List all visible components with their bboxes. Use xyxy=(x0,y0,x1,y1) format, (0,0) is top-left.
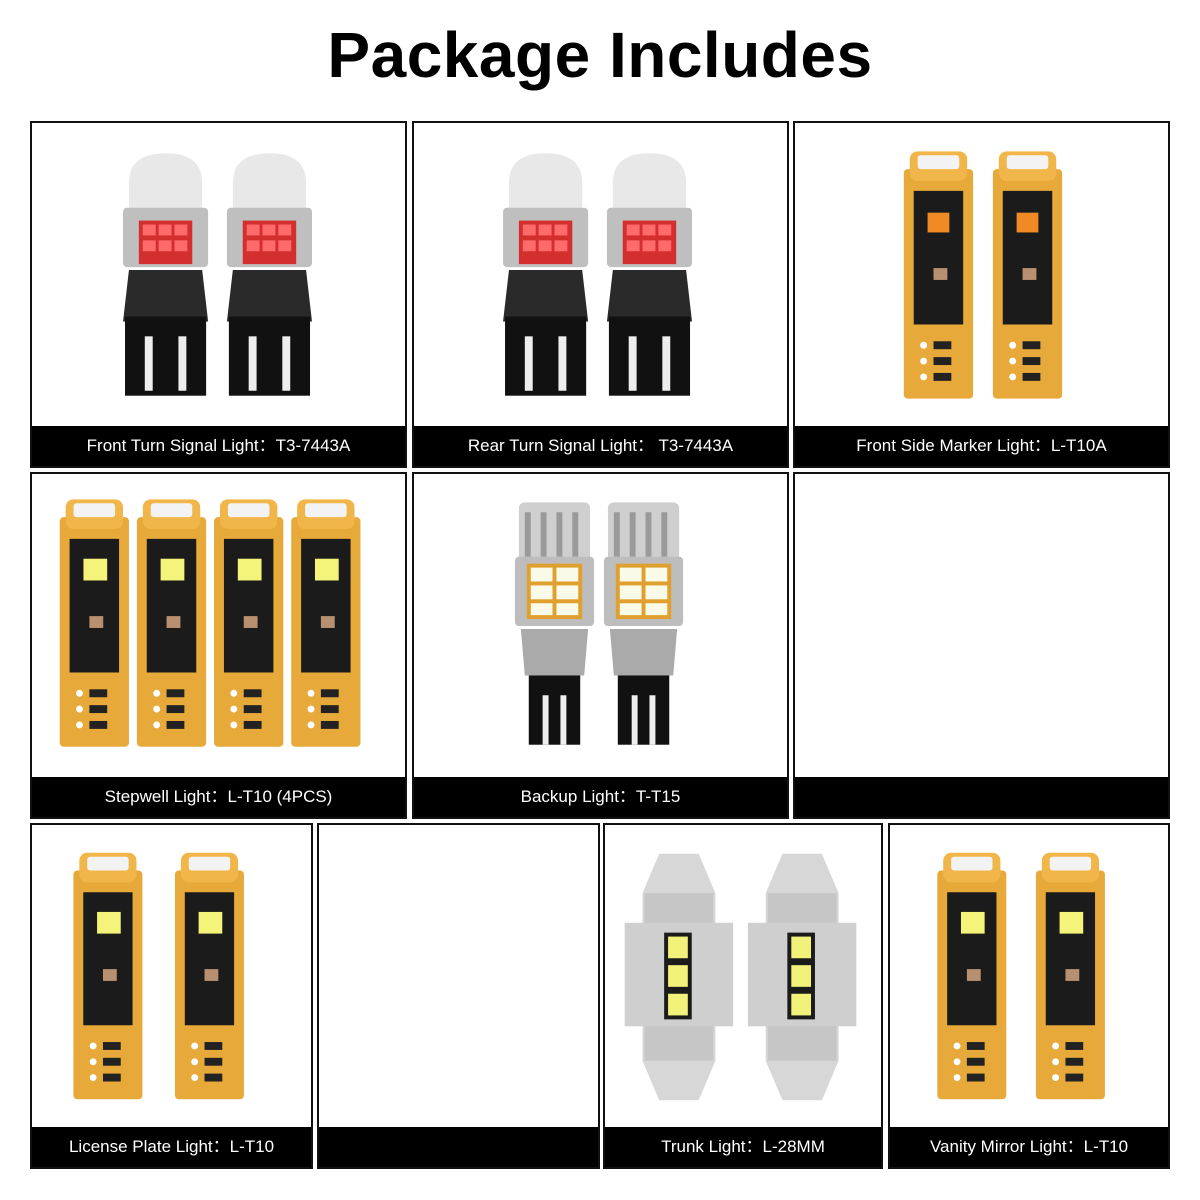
t10-white-bulb-pair-icon xyxy=(890,825,1168,1127)
product-caption: Front Side Marker Light：L-T10A xyxy=(795,426,1168,466)
product-cell-empty xyxy=(317,823,600,1169)
product-cell-backup: Backup Light：T-T15 xyxy=(412,472,789,819)
product-caption: Backup Light：T-T15 xyxy=(414,777,787,817)
product-cell-rear-turn-signal: Rear Turn Signal Light： T3-7443A xyxy=(412,121,789,468)
product-cell-license-plate: License Plate Light：L-T10 xyxy=(30,823,313,1169)
product-caption: Stepwell Light：L-T10 (4PCS) xyxy=(32,777,405,817)
product-cell-empty xyxy=(793,472,1170,819)
product-cell-stepwell: Stepwell Light：L-T10 (4PCS) xyxy=(30,472,407,819)
product-caption: Trunk Light：L-28MM xyxy=(605,1127,881,1167)
product-cell-vanity-mirror: Vanity Mirror Light：L-T10 xyxy=(888,823,1170,1169)
product-caption xyxy=(795,777,1168,817)
festoon-28mm-bulb-pair-icon xyxy=(605,825,881,1127)
product-cell-front-side-marker: Front Side Marker Light：L-T10A xyxy=(793,121,1170,468)
t10-amber-bulb-pair-icon xyxy=(795,123,1168,426)
product-caption: Rear Turn Signal Light： T3-7443A xyxy=(414,426,787,466)
product-cell-front-turn-signal: Front Turn Signal Light：T3-7443A xyxy=(30,121,407,468)
product-caption: Vanity Mirror Light：L-T10 xyxy=(890,1127,1168,1167)
product-caption: Front Turn Signal Light：T3-7443A xyxy=(32,426,405,466)
product-cell-trunk: Trunk Light：L-28MM xyxy=(603,823,883,1169)
page-title: Package Includes xyxy=(327,19,873,91)
t10-white-bulb-quad-icon xyxy=(32,474,405,777)
7443-amber-bulb-pair-icon xyxy=(32,123,405,426)
7443-red-bulb-pair-icon xyxy=(414,123,787,426)
t15-bulb-pair-icon xyxy=(414,474,787,777)
product-caption xyxy=(319,1127,598,1167)
product-caption: License Plate Light：L-T10 xyxy=(32,1127,311,1167)
t10-white-bulb-pair-icon xyxy=(32,825,311,1127)
